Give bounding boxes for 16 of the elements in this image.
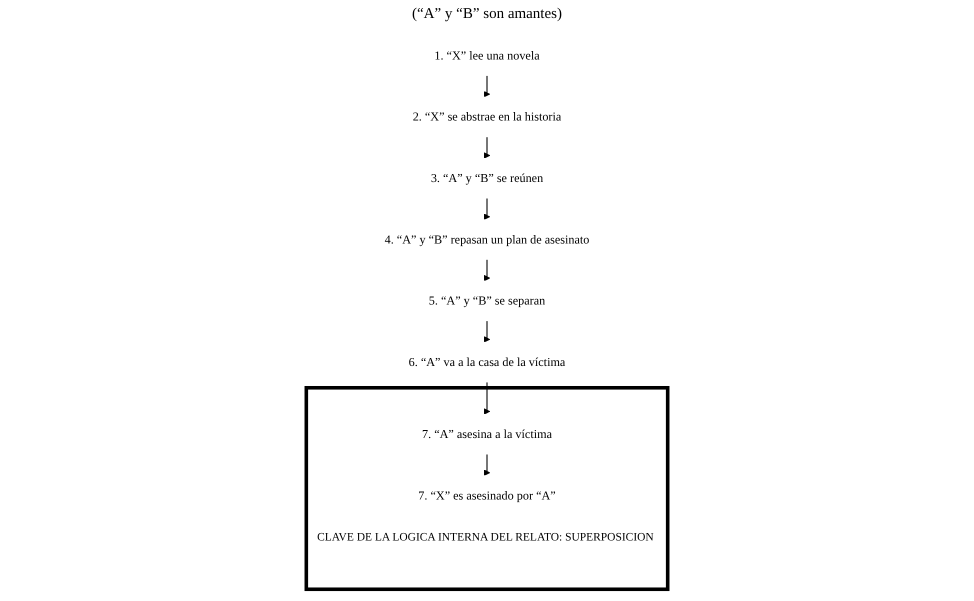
node-text: 7. “A” asesina a la víctima <box>422 427 552 441</box>
arrow <box>484 136 490 159</box>
arrow <box>484 75 490 98</box>
node-text: 7. “X” es asesinado por “A” <box>418 488 556 502</box>
node-text: 5. “A” y “B” se separan <box>428 294 546 308</box>
node-text: 4. “A” y “B” repasan un plan de asesinato <box>384 232 590 246</box>
node-text: 3. “A” y “B” se reúnen <box>430 171 544 185</box>
arrow <box>484 320 490 343</box>
arrow <box>484 198 490 220</box>
node-text: 2. “X” se abstrae en la historia <box>412 110 562 124</box>
arrow <box>484 258 490 282</box>
arrow <box>484 382 490 415</box>
node-text: 6. “A” va a la casa de la víctima <box>408 355 566 369</box>
arrow <box>484 454 490 476</box>
note-text: (“A” y “B” son amantes) <box>412 6 562 22</box>
node-text: 1. “X” lee una novela <box>434 48 540 62</box>
